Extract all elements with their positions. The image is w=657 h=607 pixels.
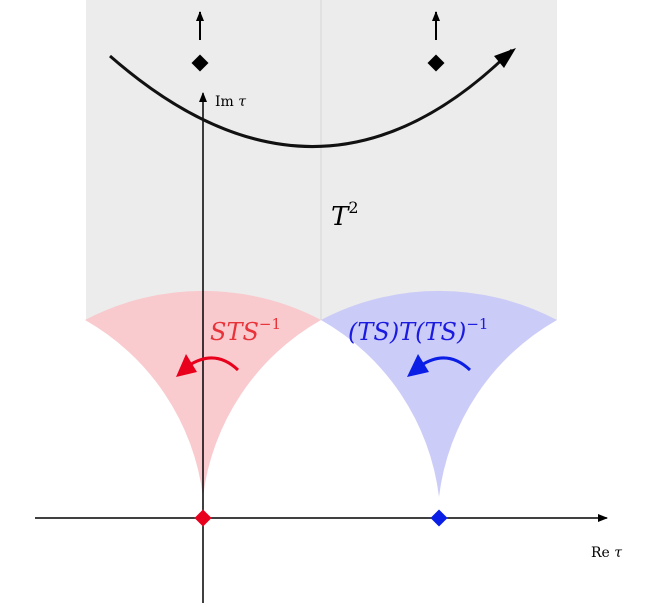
t-squared-arrowhead-icon	[494, 48, 516, 68]
blue-diamond-marker	[430, 509, 448, 527]
blue-region	[321, 290, 557, 497]
blue-rotate-arrow	[419, 356, 472, 372]
ts-t-ts-inverse-label: (TS)T(TS)−1	[348, 315, 488, 346]
red-rotate-arrow	[187, 356, 240, 372]
red-arrowhead-icon	[176, 354, 197, 377]
re-tau-label: Re τ	[591, 545, 622, 561]
red-diamond-marker	[194, 509, 212, 527]
t-squared-label: T2	[331, 198, 359, 232]
t-squared-arrow	[109, 48, 514, 148]
im-tau-label: Im τ	[215, 94, 246, 110]
blue-arrowhead-icon	[407, 354, 429, 377]
sts-inverse-label: STS−1	[210, 315, 281, 346]
